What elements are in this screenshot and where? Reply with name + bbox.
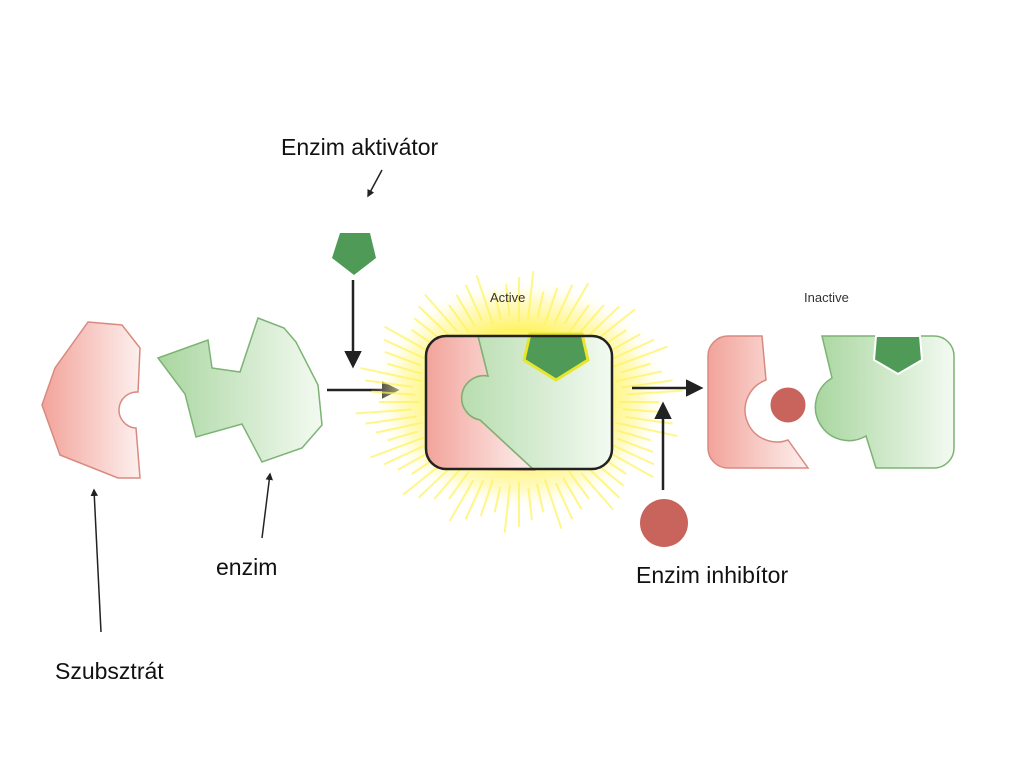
inactive-enzyme [814,335,955,469]
active-state-label: Active [490,290,526,305]
glow-ray [464,284,483,322]
enzyme-label-pointer [261,472,273,539]
inhibitor-label: Enzim inhibítor [636,562,789,588]
glow-ray [606,333,641,354]
glow-ray [615,421,678,437]
glow-ray [387,362,422,375]
glow-ray [612,345,668,368]
glow-ray [448,479,475,522]
substrate-label-pointer [90,488,102,633]
inactive-state-label: Inactive [804,290,849,305]
glow-ray [464,479,485,520]
glow-ray [536,483,545,513]
glow-ray [536,291,545,318]
glow-ray [577,304,605,335]
substrate-label: Szubsztrát [55,658,164,684]
glow-ray [503,484,511,533]
glow-ray [553,284,574,325]
inactive-activator [872,335,924,376]
glow-ray [371,390,416,396]
glow-ray [424,293,458,332]
glow-ray [527,487,533,521]
glow-ray [543,287,559,326]
glow-ray [455,294,476,328]
glow-ray [365,379,413,388]
glow-ray [527,271,535,320]
glow-ray [384,351,422,367]
glow-ray [621,379,673,389]
bound-inhibitor [767,384,809,426]
glow-ray [384,325,435,356]
glow-ray [555,482,574,520]
glow-ray [355,408,412,415]
glow-ray [383,441,433,466]
glow-ray [418,467,451,499]
active-complex [424,332,614,471]
glow-ray [370,436,426,459]
glow-ray [365,415,417,425]
glow-ray [505,283,511,317]
glow-ray [585,465,620,499]
glow-ray [587,305,620,337]
glow-ray [626,389,683,396]
glow-ray [562,476,583,510]
activator-label-pointer [367,169,383,198]
glow-ray [493,486,502,513]
glow-ray [360,367,423,383]
glow-ray [433,469,461,500]
glow-ray [615,370,663,383]
glow-ray [605,338,655,363]
glow-ray [620,362,651,374]
glow-ray [479,478,495,517]
glow-ray [397,450,432,471]
glow-ray [448,304,470,334]
glow-ray [387,430,418,442]
glow-ray [568,470,590,500]
glow-ray [475,274,495,326]
activator-label: Enzim aktivátor [281,134,439,160]
glow-ray [616,437,654,453]
glow-ray [448,470,470,500]
substrate-shape [41,321,141,479]
glow-ray [568,304,590,334]
glow-ray [625,416,673,425]
glow-ray [580,472,614,511]
glow-ray [563,282,590,325]
glow-ray [493,291,502,321]
activator-molecule [332,233,376,275]
enzyme-shape [156,317,323,463]
glow-ray [616,429,651,442]
inhibitor-molecule [640,499,688,547]
inactive-substrate [707,335,810,469]
enzyme-label: enzim [216,554,278,580]
glow-ray [375,421,423,434]
glow-ray [605,441,655,466]
glow-ray [418,305,453,339]
glow-ray [383,338,433,363]
glow-ray [543,478,563,530]
bound-activator [522,332,590,382]
